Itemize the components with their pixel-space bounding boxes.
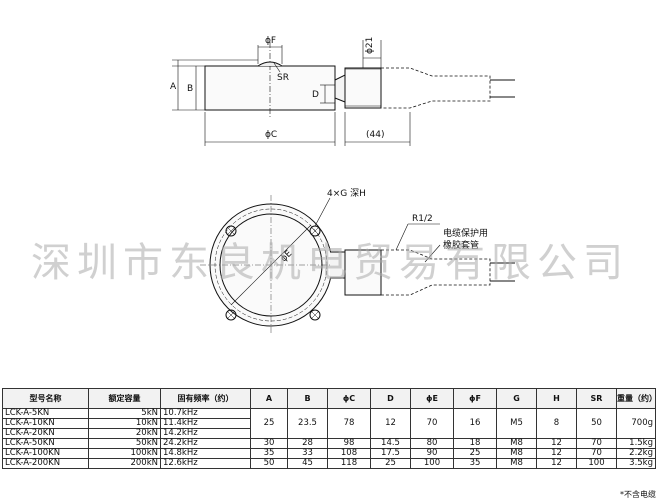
header-cell: SR [576, 388, 617, 409]
sr-cell: 100 [576, 458, 617, 469]
phic-cell: 108 [327, 448, 371, 459]
h-cell: 12 [536, 438, 577, 449]
mounting-holes [225, 225, 321, 321]
header-cell: H [536, 388, 577, 409]
label-sr: SR [277, 73, 289, 83]
label-phi21: ϕ21 [365, 37, 375, 54]
label-b: B [187, 84, 193, 94]
weight-cell: 2.2kg [616, 448, 656, 459]
b-cell: 45 [287, 458, 328, 469]
frequency-cell: 11.4kHz [160, 418, 251, 429]
capacity-cell: 50kN [88, 438, 161, 449]
header-cell: G [496, 388, 537, 409]
side-gland [344, 67, 382, 109]
phie-cell: 90 [410, 448, 454, 459]
cable-note-line2: 橡胶套管 [443, 239, 479, 251]
phif-cell: 18 [453, 438, 497, 449]
weight-cell: 3.5kg [616, 458, 656, 469]
group-g-cell: M5 [496, 408, 537, 439]
model-cell: LCK-A-10KN [2, 418, 89, 429]
frequency-cell: 12.6kHz [160, 458, 251, 469]
header-cell: 固有频率（约） [160, 388, 251, 409]
model-cell: LCK-A-50KN [2, 438, 89, 449]
table-row: LCK-A-100KN 100kN 14.8kHz 35 33 108 17.5… [2, 448, 656, 459]
load-cell-drawing: ϕF SR A B D ϕC ϕ21 (44) 4×G 深H ϕE R1/2 电… [170, 36, 515, 335]
spec-table: 型号名称 额定容量 固有频率（约） A B ϕC D ϕE ϕF G H SR … [2, 388, 657, 469]
label-phiF: ϕF [265, 36, 276, 46]
header-cell: ϕC [327, 388, 371, 409]
phif-cell: 25 [453, 448, 497, 459]
phic-cell: 118 [327, 458, 371, 469]
g-cell: M8 [496, 458, 537, 469]
group-sr-cell: 50 [576, 408, 617, 439]
group-phie-cell: 70 [410, 408, 454, 439]
d-cell: 14.5 [370, 438, 411, 449]
group-h-cell: 8 [536, 408, 577, 439]
a-cell: 35 [250, 448, 288, 459]
label-r12: R1/2 [412, 214, 433, 224]
phie-cell: 100 [410, 458, 454, 469]
frequency-cell: 10.7kHz [160, 408, 251, 419]
label-d: D [312, 90, 319, 100]
label-phiC: ϕC [265, 130, 277, 140]
side-rubber-sleeve [381, 67, 491, 109]
label-a: A [170, 82, 177, 92]
model-cell: LCK-A-5KN [2, 408, 89, 419]
table-header-row: 型号名称 额定容量 固有频率（约） A B ϕC D ϕE ϕF G H SR … [2, 388, 657, 409]
label-holes: 4×G 深H [327, 188, 366, 199]
frequency-cell: 14.2kHz [160, 428, 251, 439]
a-cell: 50 [250, 458, 288, 469]
phie-cell: 80 [410, 438, 454, 449]
top-connector [330, 251, 346, 279]
group-weight-cell: 700g [616, 408, 656, 439]
cable-note-line1: 电缆保护用 [443, 227, 488, 239]
table-row: LCK-A-200KN 200kN 12.6kHz 50 45 118 25 1… [2, 458, 656, 469]
header-cell: A [250, 388, 288, 409]
header-cell: 型号名称 [2, 388, 89, 409]
header-cell: B [287, 388, 328, 409]
frequency-cell: 14.8kHz [160, 448, 251, 459]
phic-cell: 98 [327, 438, 371, 449]
capacity-cell: 100kN [88, 448, 161, 459]
weight-cell: 1.5kg [616, 438, 656, 449]
capacity-cell: 200kN [88, 458, 161, 469]
group-phic-cell: 78 [327, 408, 371, 439]
header-cell: ϕE [410, 388, 454, 409]
b-cell: 28 [287, 438, 328, 449]
header-cell: ϕF [453, 388, 497, 409]
model-cell: LCK-A-200KN [2, 458, 89, 469]
sr-cell: 70 [576, 448, 617, 459]
footnote: *不含电缆 [620, 490, 656, 499]
b-cell: 33 [287, 448, 328, 459]
header-cell: 重量（约） [616, 388, 657, 409]
group-a-cell: 25 [250, 408, 288, 439]
capacity-cell: 5kN [88, 408, 161, 419]
top-rubber-sleeve [381, 249, 491, 296]
top-gland [344, 249, 382, 296]
frequency-cell: 24.2kHz [160, 438, 251, 449]
header-cell: 额定容量 [88, 388, 161, 409]
header-cell: D [370, 388, 411, 409]
model-cell: LCK-A-20KN [2, 428, 89, 439]
table-row: LCK-A-50KN 50kN 24.2kHz 30 28 98 14.5 80… [2, 438, 656, 449]
g-cell: M8 [496, 448, 537, 459]
d-cell: 17.5 [370, 448, 411, 459]
group-phif-cell: 16 [453, 408, 497, 439]
g-cell: M8 [496, 438, 537, 449]
table-row: LCK-A-5KN 5kN 10.7kHz 25 23.5 78 12 70 1… [2, 408, 656, 439]
model-cell: LCK-A-100KN [2, 448, 89, 459]
group-b-cell: 23.5 [287, 408, 328, 439]
side-connector [334, 74, 346, 103]
h-cell: 12 [536, 448, 577, 459]
sr-button [257, 61, 283, 67]
group-d-cell: 12 [370, 408, 411, 439]
phif-cell: 35 [453, 458, 497, 469]
a-cell: 30 [250, 438, 288, 449]
capacity-cell: 20kN [88, 428, 161, 439]
capacity-cell: 10kN [88, 418, 161, 429]
d-cell: 25 [370, 458, 411, 469]
h-cell: 12 [536, 458, 577, 469]
label-44: (44) [366, 130, 384, 140]
sr-cell: 70 [576, 438, 617, 449]
